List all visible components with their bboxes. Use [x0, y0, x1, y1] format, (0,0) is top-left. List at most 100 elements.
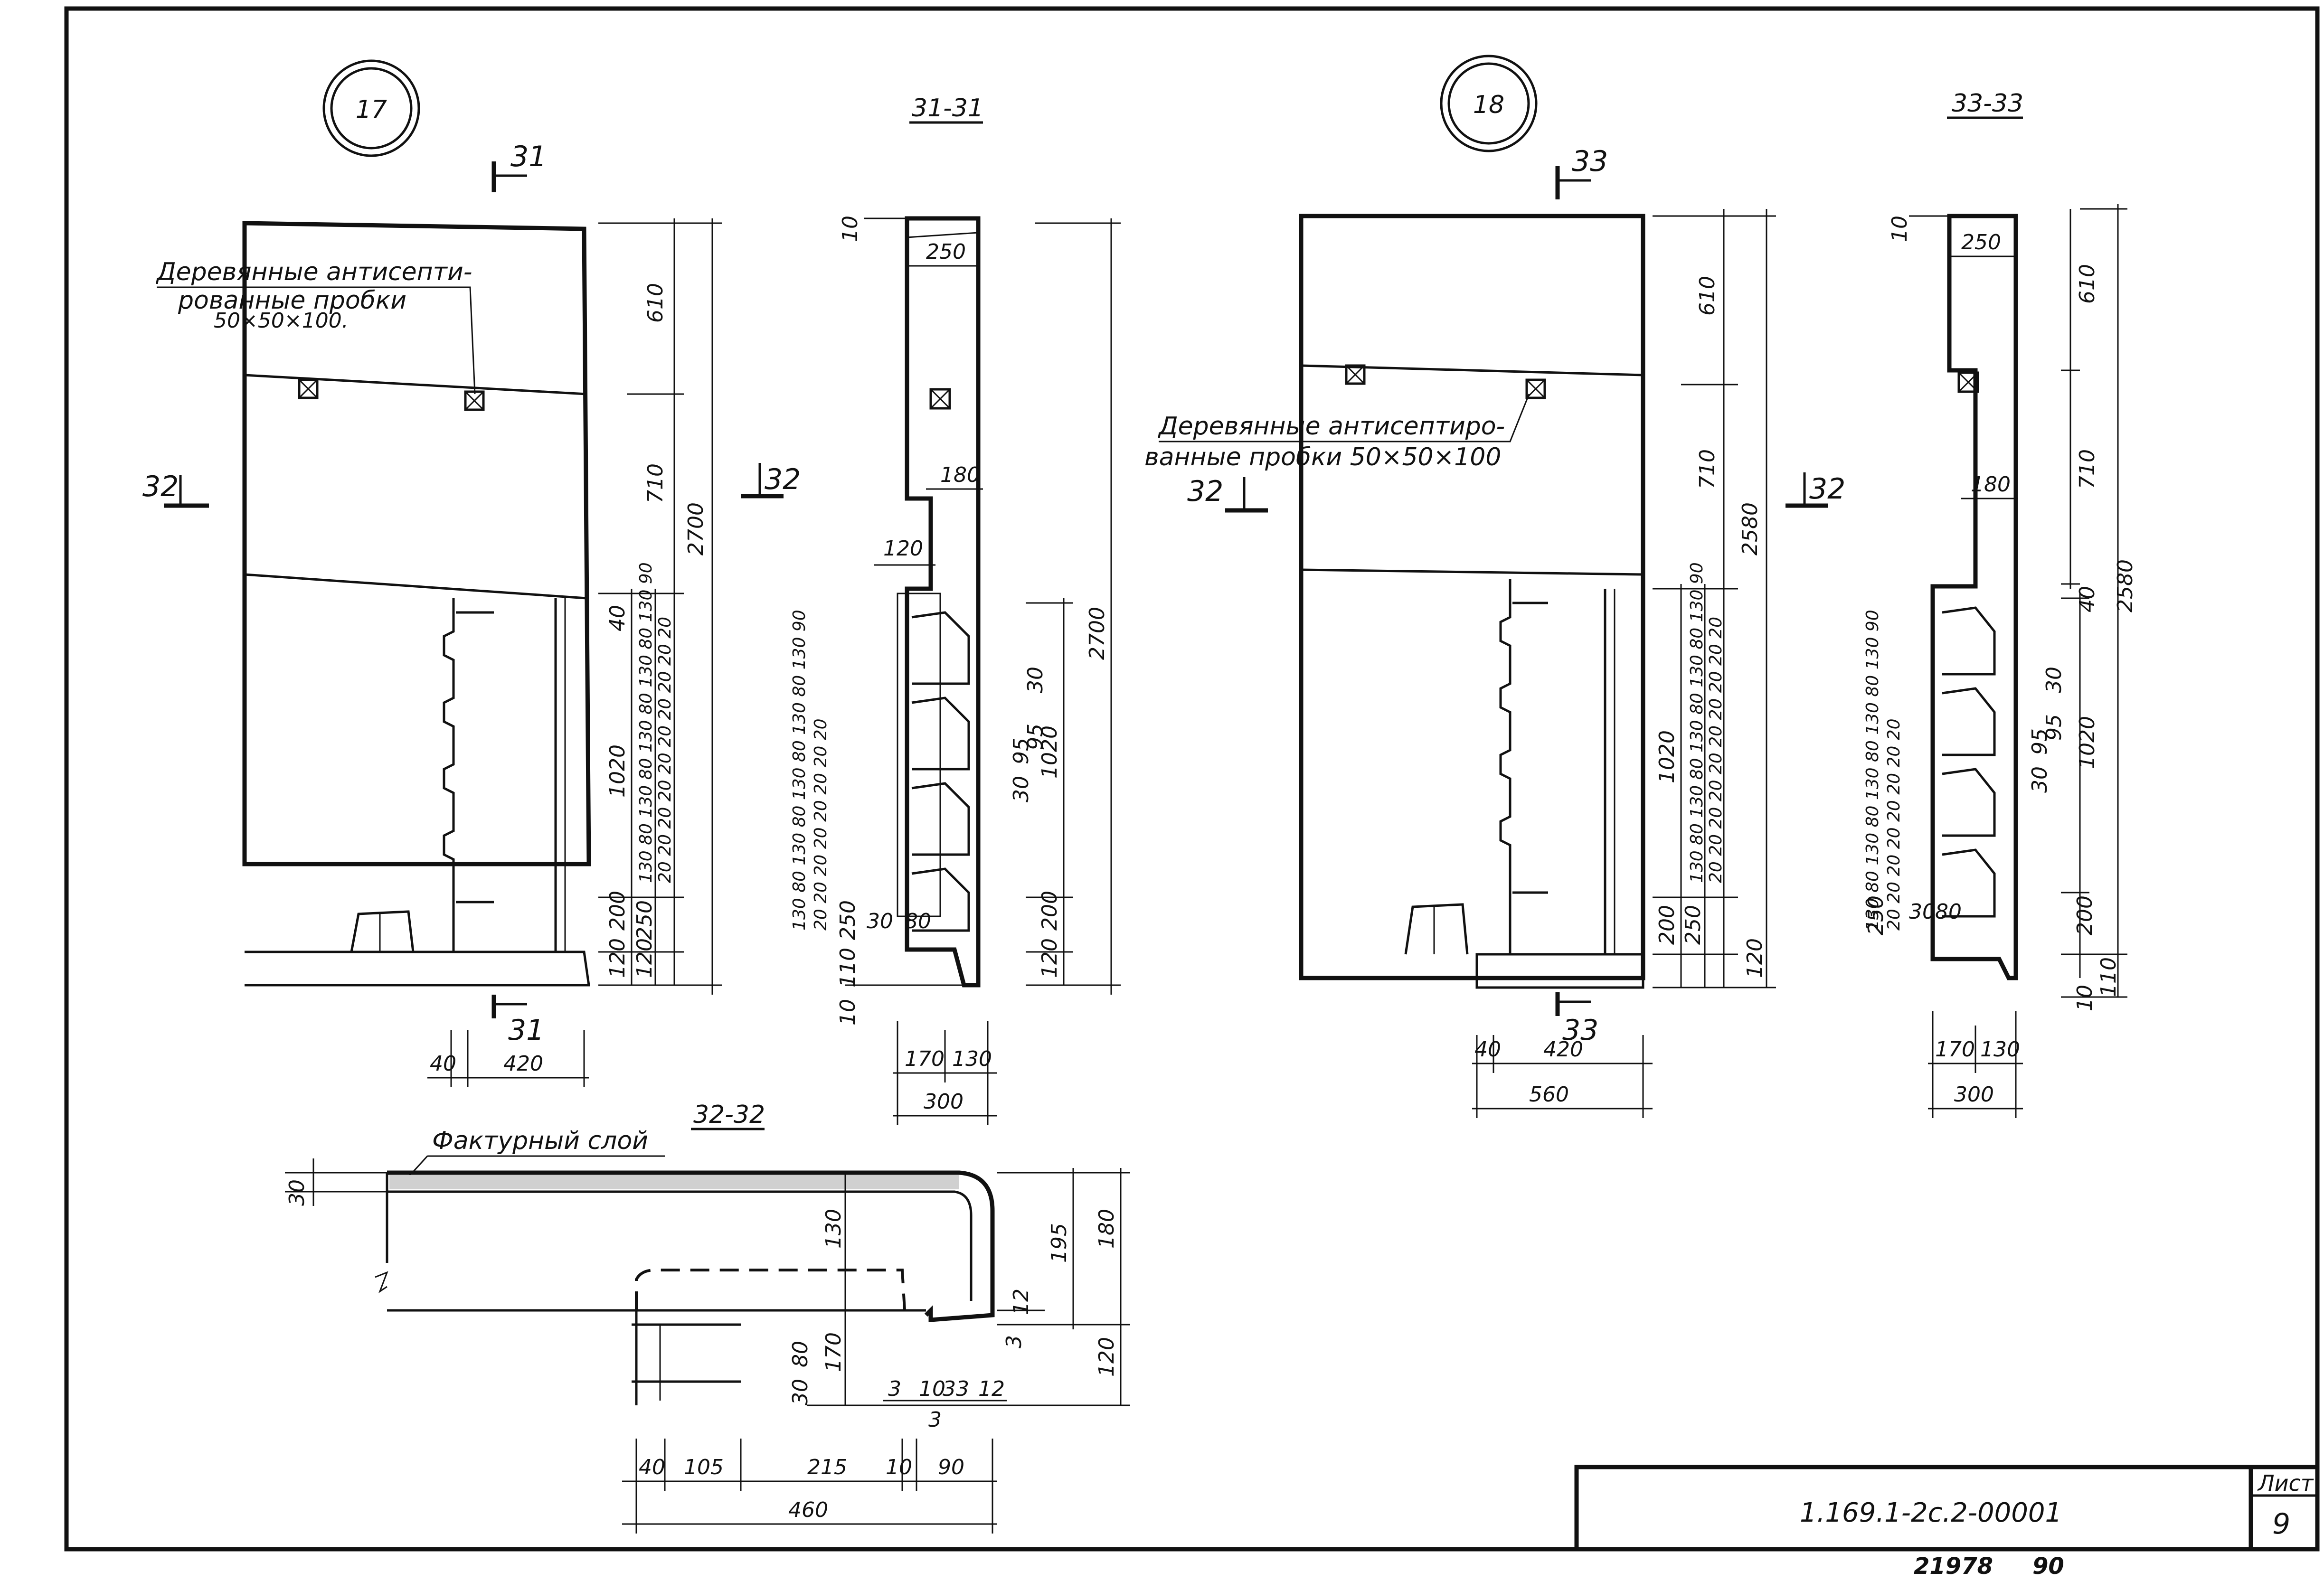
dim-32-w10b: 10 [886, 1455, 912, 1479]
dim-32-h12: 12 [1009, 1289, 1033, 1315]
wood-plugs-note-18-line1: Деревянные антисептиро- [1158, 412, 1505, 441]
dim-33-b10: 10 [2073, 985, 2097, 1011]
wood-plugs-note-17-line3: 50×50×100. [214, 309, 349, 333]
rib-dims-31-col2: 20 20 20 20 20 20 20 20 [811, 718, 831, 931]
section-31-view: 31-31 10 250 180 120 130 80 130 80 130 8… [790, 94, 1121, 1125]
dim-17-w40: 40 [430, 1052, 456, 1076]
dim-32-w3a: 3 [888, 1377, 901, 1401]
rib-dims-31-col1: 130 80 130 80 130 80 130 80 130 90 [790, 610, 809, 931]
dim-33-h610: 610 [2075, 264, 2099, 304]
rib-dims-18-col2: 20 20 20 20 20 20 20 20 20 20 [1706, 617, 1726, 883]
section-32-view: 32-32 Фактурный слой 30 130 170 80 30 [285, 1101, 1130, 1534]
cut-marker-31-top: 31 [510, 140, 547, 173]
dim-17-710: 710 [643, 463, 668, 503]
dim-17-120a: 120 [605, 938, 630, 978]
dim-31-b10: 10 [836, 999, 860, 1026]
archive-suffix: 90 [2032, 1553, 2064, 1580]
sheet-number: 9 [2272, 1507, 2290, 1541]
rib-dims-17-col1: 130 80 130 80 130 80 130 80 130 90 [636, 562, 656, 883]
dim-32-w33: 33 [943, 1377, 969, 1401]
dim-31-w120: 120 [883, 536, 923, 561]
dim-31-w80: 80 [905, 909, 931, 933]
dim-17-610: 610 [643, 283, 668, 323]
cut-marker-33-bottom: 33 [1562, 1014, 1598, 1047]
rib-dims-17-col2: 20 20 20 20 20 20 20 20 20 20 [655, 617, 675, 883]
rib-dims-33-col2: 20 20 20 20 20 20 20 20 [1884, 718, 1904, 931]
rib-dims-33-col1: 130 80 130 80 130 80 130 80 130 90 [1863, 610, 1882, 931]
dim-33-h110: 110 [2097, 957, 2121, 997]
dim-18-1020: 1020 [1655, 730, 1679, 783]
dim-33-t10: 10 [1888, 216, 1912, 242]
dim-18-200: 200 [1655, 905, 1679, 945]
dim-31-h120: 120 [1038, 938, 1062, 978]
dim-32-h120: 120 [1095, 1337, 1119, 1377]
section-33-view: 33-33 10 250 180 130 80 130 80 130 80 13… [1863, 89, 2137, 1118]
section-31-title: 31-31 [912, 94, 983, 122]
dim-18-120: 120 [1743, 938, 1767, 978]
dim-33-v30: 30 [2028, 766, 2052, 793]
dim-31-v95a: 95 [1009, 738, 1033, 764]
dim-32-w12: 12 [978, 1377, 1005, 1401]
dim-31-w300: 300 [924, 1090, 964, 1114]
detail-17-view: 17 31 Деревянные антисепти- рованные про… [142, 59, 801, 1087]
dim-17-200: 200 [605, 891, 630, 931]
detail-17-number: 17 [356, 95, 387, 124]
dim-32-w215: 215 [807, 1455, 847, 1479]
dim-18-w560: 560 [1529, 1082, 1569, 1107]
wood-plugs-note-17-line2: рованные пробки [178, 286, 406, 315]
dim-18-w40: 40 [1474, 1037, 1501, 1062]
section-33-title: 33-33 [1952, 89, 2023, 118]
dim-33-h40: 40 [2075, 586, 2099, 612]
dim-31-w170: 170 [905, 1047, 945, 1071]
dim-17-250: 250 [633, 900, 657, 940]
dim-31-h2700: 2700 [1085, 607, 1109, 660]
dim-32-h130: 130 [822, 1209, 846, 1249]
cut-marker-31-bottom: 31 [508, 1014, 544, 1047]
dim-18-w420: 420 [1543, 1037, 1583, 1062]
dim-18-610: 610 [1695, 276, 1719, 316]
sheet-frame [64, 6, 2320, 1552]
rib-dims-18-col1: 130 80 130 80 130 80 130 80 130 90 [1687, 562, 1707, 883]
dim-33-w130: 130 [1980, 1037, 2020, 1062]
dim-32-h170: 170 [822, 1332, 846, 1372]
dim-18-710: 710 [1695, 449, 1719, 489]
dim-32-w105: 105 [684, 1455, 724, 1479]
cut-marker-32-right-a: 32 [765, 463, 801, 496]
dim-33-h1020: 1020 [2075, 716, 2099, 769]
dim-32-h80: 80 [788, 1341, 812, 1367]
dim-17-1020: 1020 [605, 744, 630, 798]
detail-18-view: 18 33 Деревянные антисептиро- ванные про… [1144, 55, 1845, 1118]
dim-33-w80: 80 [1935, 900, 1962, 924]
cut-marker-33-top: 33 [1572, 145, 1608, 178]
document-code: 1.169.1-2с.2-00001 [1800, 1497, 2062, 1528]
facing-layer-label: Фактурный слой [432, 1127, 648, 1155]
dim-33-h2580: 2580 [2113, 559, 2137, 612]
dim-33-h710: 710 [2075, 449, 2099, 489]
cut-marker-32-left-a: 32 [142, 470, 179, 503]
dim-17-40: 40 [605, 605, 630, 631]
archive-number: 21978 [1914, 1553, 1993, 1580]
dim-33-w180: 180 [1971, 472, 2011, 497]
title-block: Лист 9 1.169.1-2с.2-00001 21978 90 [1574, 1465, 2320, 1580]
dim-32-h180: 180 [1095, 1209, 1119, 1249]
dim-33-w250: 250 [1961, 230, 2001, 254]
dim-32-h3: 3 [1002, 1335, 1026, 1348]
cut-marker-32-right-b: 32 [1809, 472, 1845, 506]
sheet-label: Лист [2257, 1470, 2314, 1496]
dim-31-h1020: 1020 [1038, 725, 1062, 779]
dim-31-w30: 30 [867, 909, 893, 933]
cut-marker-32-left-b: 32 [1187, 475, 1223, 508]
dim-32-h30: 30 [285, 1179, 309, 1206]
dim-17-120b: 120 [633, 938, 657, 978]
dim-17-w420: 420 [503, 1052, 543, 1076]
dim-17-2700: 2700 [684, 502, 708, 555]
dim-33-w300: 300 [1954, 1082, 1994, 1107]
dim-32-h30b: 30 [788, 1379, 812, 1405]
dim-31-v95b: 95 [1023, 724, 1048, 750]
dim-33-w170: 170 [1935, 1037, 1975, 1062]
dim-18-2580: 2580 [1738, 502, 1762, 555]
dim-32-w10: 10 [919, 1377, 945, 1401]
section-32-title: 32-32 [693, 1101, 765, 1129]
dim-18-250: 250 [1681, 905, 1705, 945]
